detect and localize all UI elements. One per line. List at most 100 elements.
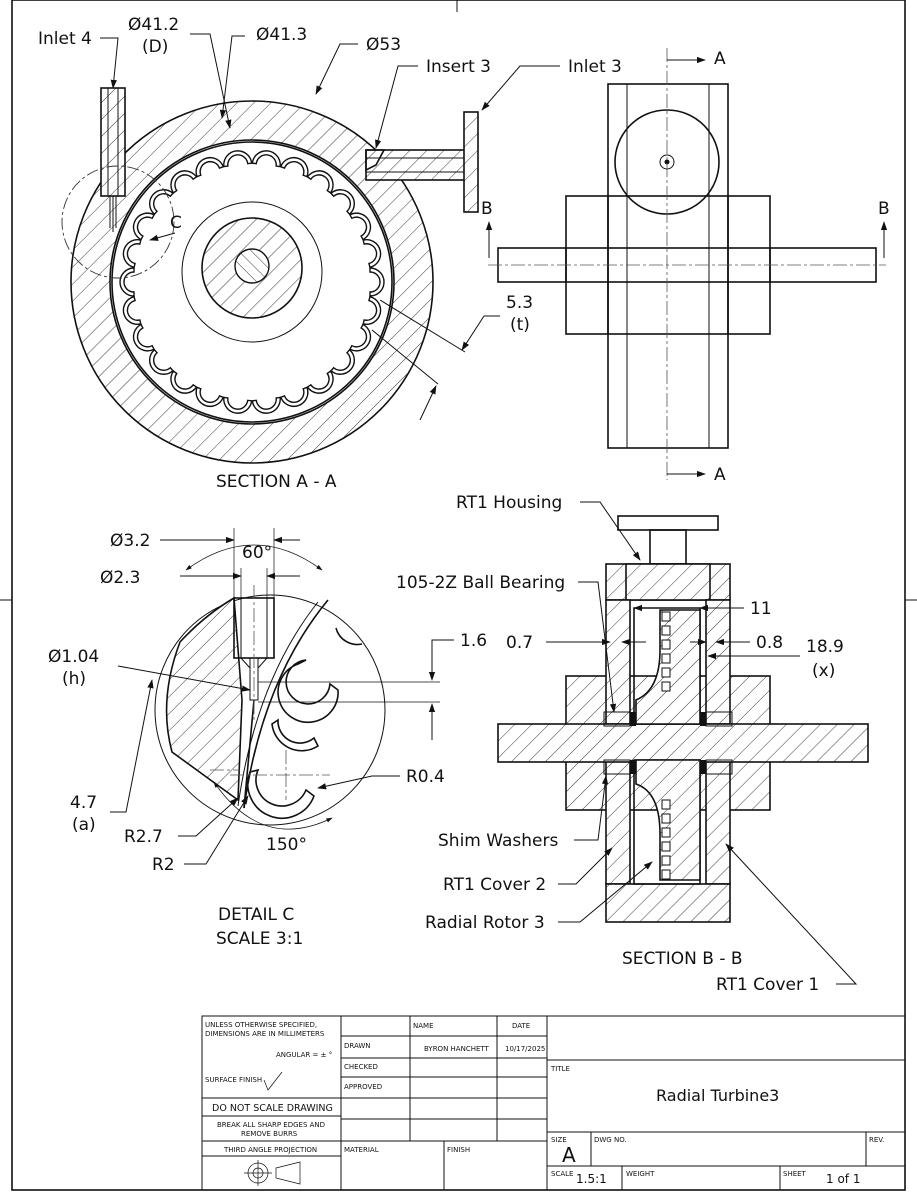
drawing-title: Radial Turbine3 [656,1086,779,1105]
d53-label: Ø53 [366,35,401,55]
r04-label: R0.4 [406,767,445,787]
d16-label: 1.6 [460,631,487,651]
rotor-tooth [661,827,671,838]
cut-a-top: A [714,49,726,69]
sheet-value: 1 of 1 [826,1172,860,1186]
spec-line2: DIMENSIONS ARE IN MILLIMETERS [205,1030,325,1038]
rotor-blade [306,170,334,194]
d07-label: 0.7 [506,633,533,653]
rotor-blade [195,386,225,408]
cut-b-left: B [481,199,493,219]
d189-label: 18.9 [806,637,844,657]
section-bb-title: SECTION B - B [622,949,743,969]
rotor-blade [223,396,253,414]
surface-finish: SURFACE FINISH [205,1076,262,1084]
scale-value: 1.5:1 [576,1172,607,1186]
inlet3-label: Inlet 3 [568,57,622,77]
rotor-tooth [661,611,671,622]
rotor-blade [195,156,225,178]
detail-c-marker: C [170,213,182,233]
rotor-blade [132,323,155,352]
section-bb-view: RT1 Housing 105-2Z Ball Bearing 11 0.7 0… [396,493,869,995]
d32-label: Ø3.2 [110,531,150,551]
rotor-tooth [661,639,671,650]
rotor-tooth [661,681,671,692]
detail-c-scale: SCALE 3:1 [216,929,303,949]
side-body [607,83,729,449]
rotor-blade [362,239,382,269]
cut-a-bottom: A [714,465,726,485]
third-angle-projection-icon [244,1160,301,1186]
bearings [603,711,733,775]
rotor-tooth [661,667,671,678]
r27-label: R2.7 [124,827,163,847]
rotor-disc [111,141,393,423]
housing-ring [70,100,434,464]
shaft-bore [234,248,270,284]
size-value: A [562,1143,576,1167]
detail-c-boundary [61,165,175,279]
rotor-teeth [661,611,671,880]
d104-label: Ø1.04 [48,647,99,667]
row-drawn: DRAWN [344,1042,371,1050]
finish-label: FINISH [447,1146,470,1154]
dwg-label: DWG NO. [594,1136,627,1144]
detail-c-outline [154,594,386,826]
cover1-label: RT1 Cover 1 [716,975,819,995]
section-aa-title: SECTION A - A [216,472,337,492]
rotor-blade [330,189,356,216]
rotor-blade [369,267,385,297]
row-approved: APPROVED [344,1083,382,1091]
rotor-blade [279,386,309,408]
weight-label: WEIGHT [626,1170,655,1178]
col-name: NAME [413,1022,434,1030]
drawn-name: BYRON HANCHETT [424,1045,490,1053]
rotor-blade [223,150,253,168]
title-block: UNLESS OTHERWISE SPECIFIED, DIMENSIONS A… [201,1015,906,1191]
d413-label: Ø41.3 [256,25,307,45]
side-view: A A B B [481,48,890,485]
d08-label: 0.8 [756,633,783,653]
rev-label: REV. [869,1136,884,1144]
d412-label: Ø41.2 [128,15,179,35]
break-edges-2: REMOVE BURRS [241,1130,298,1138]
rotor-blade [119,267,135,297]
angular-tol: ANGULAR = ± ° [276,1051,332,1059]
shim-label: Shim Washers [438,831,558,851]
d189-sym: (x) [812,661,835,681]
rotor-blade [170,170,198,194]
rotor-tooth [661,653,671,664]
angle60-label: 60° [242,543,272,563]
inlet4-label: Inlet 4 [38,29,92,49]
r2-label: R2 [152,855,175,875]
cut-b-right: B [878,199,890,219]
spec-line1: UNLESS OTHERWISE SPECIFIED, [205,1021,317,1029]
d11-label: 11 [750,599,772,619]
projection-label: THIRD ANGLE PROJECTION [223,1146,317,1154]
surface-finish-icon [263,1071,283,1091]
rotor-blade [330,348,356,375]
row-checked: CHECKED [344,1063,378,1071]
do-not-scale: DO NOT SCALE DRAWING [212,1103,333,1114]
scale-label: SCALE [551,1170,573,1178]
bearing-label: 105-2Z Ball Bearing [396,573,565,593]
sheet-label: SHEET [783,1170,807,1178]
detail-c-view: Ø3.2 Ø2.3 60° Ø1.04 (h) 1.6 R0.4 4.7 (a)… [48,528,487,949]
d23-label: Ø2.3 [100,568,140,588]
section-bb-shaft [497,723,869,763]
d47-sym: (a) [72,815,96,835]
rotor-blade [170,370,198,394]
rotor-blade [349,323,372,352]
rotor-blade [251,396,281,414]
inlet3-nozzle [365,111,479,213]
rotor-tooth [661,869,671,880]
d104-sym: (h) [62,669,86,689]
rotor-blade [122,295,142,325]
rotor-blade [362,295,382,325]
rotor-blade [132,212,155,241]
break-edges-1: BREAK ALL SHARP EDGES AND [217,1121,325,1129]
cover2-label: RT1 Cover 2 [443,875,546,895]
rotor-blade [122,239,142,269]
rotor-tooth [661,799,671,810]
